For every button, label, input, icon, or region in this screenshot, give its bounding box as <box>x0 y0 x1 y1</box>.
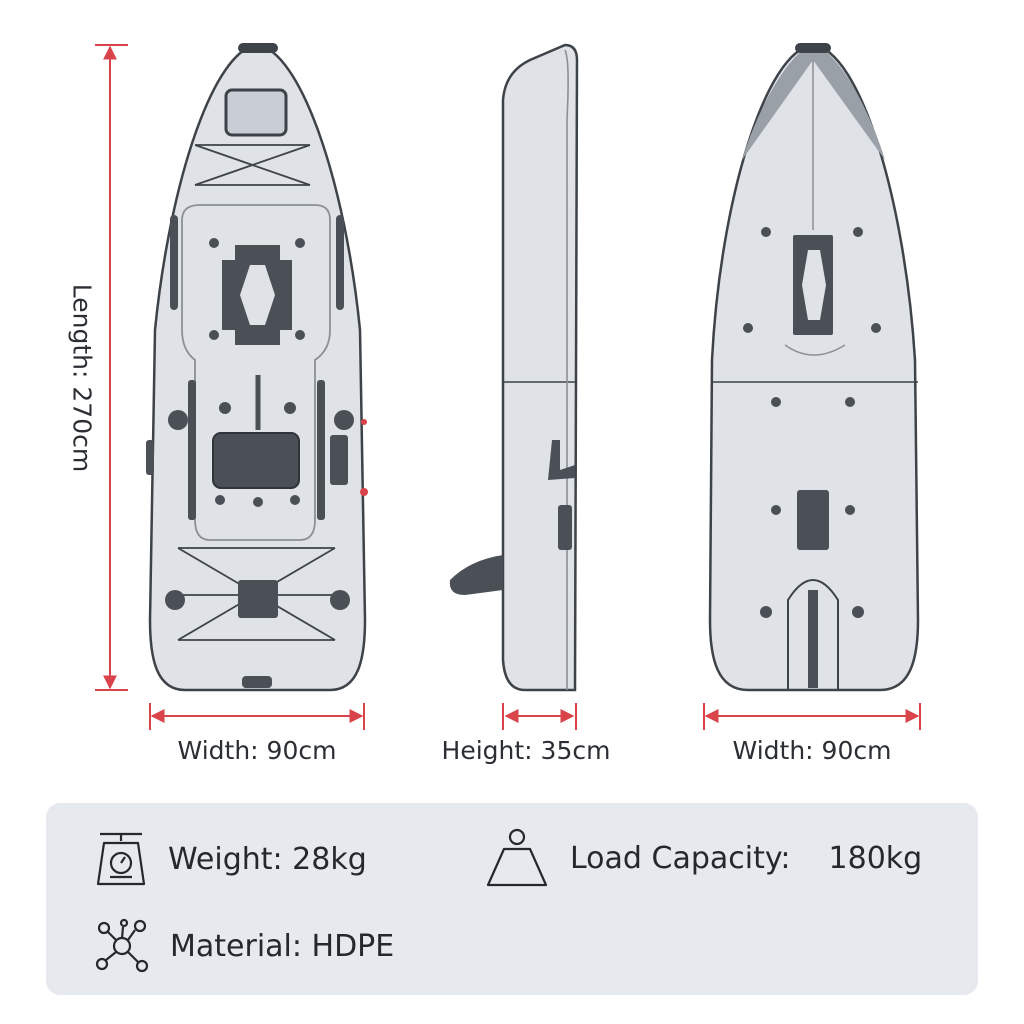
weight-icon <box>486 828 548 887</box>
molecule-icon <box>95 918 149 973</box>
side-view-hull <box>501 43 579 692</box>
hull-knobs <box>743 227 881 618</box>
side-fittings <box>146 380 354 520</box>
kayak-side-view <box>449 43 579 692</box>
side-pedal-mount <box>558 505 572 550</box>
top-view-hull <box>148 43 367 692</box>
kayak-top-view <box>146 43 368 692</box>
bottom-drive-plate <box>797 490 829 550</box>
right-rail <box>336 215 344 310</box>
side-rod-holder <box>548 440 575 480</box>
keel-tunnel <box>787 579 839 690</box>
load-capacity-value: 180kg <box>828 840 923 876</box>
bow-hatch <box>224 88 288 137</box>
bottom-bow-handle <box>795 43 831 53</box>
load-capacity-label: Load Capacity: <box>570 840 791 876</box>
cockpit-outline <box>181 204 331 541</box>
kayak-bottom-view <box>708 43 920 692</box>
material-text: Material: HDPE <box>170 928 395 964</box>
weight-text: Weight: 28kg <box>168 841 367 877</box>
scale-icon <box>96 832 146 886</box>
deck-knobs <box>209 238 305 507</box>
weight-spec: Weight: 28kg <box>94 829 367 889</box>
specs-panel: Weight: 28kg Load Capacity: 180kg <box>46 803 978 995</box>
length-label: Length: 270cm <box>67 283 97 473</box>
keel-fin <box>449 555 503 595</box>
center-console <box>212 432 300 489</box>
stern-well <box>238 580 278 618</box>
height-label: Height: 35cm <box>441 736 611 765</box>
material-spec: Material: HDPE <box>94 918 394 974</box>
left-rail <box>170 215 178 310</box>
bow-handle <box>238 43 278 53</box>
top-width-label: Width: 90cm <box>177 736 337 765</box>
bow-bungees <box>194 144 311 186</box>
bottom-view-hull <box>708 43 920 692</box>
bottom-width-label: Width: 90cm <box>732 736 892 765</box>
load-capacity-spec: Load Capacity: 180kg <box>484 827 922 889</box>
